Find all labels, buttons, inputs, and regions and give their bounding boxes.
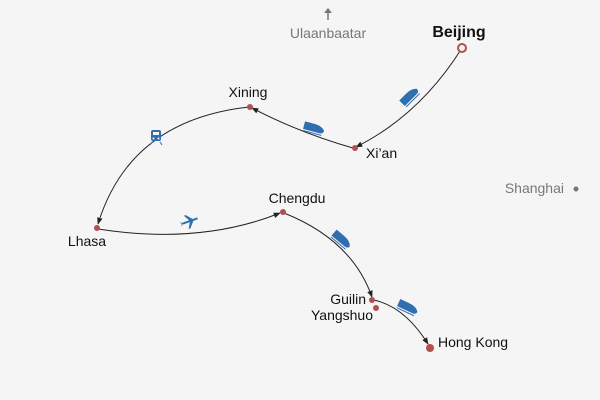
leg-chengdu-guilin: [283, 212, 373, 298]
high-speed-train-icon: [396, 299, 418, 317]
stop-marker-xining[interactable]: [247, 104, 253, 110]
reference-city-label: Ulaanbaatar: [290, 25, 367, 41]
high-speed-train-icon: [399, 88, 420, 108]
end-stop-marker[interactable]: [426, 344, 434, 352]
high-speed-train-icon: [302, 121, 325, 136]
stop-label-xining: Xining: [229, 84, 268, 100]
high-speed-train-icon: [330, 229, 350, 250]
stop-label-xian: Xi’an: [366, 145, 397, 161]
leg-lhasa-chengdu: [97, 212, 281, 235]
plane-icon: [179, 215, 198, 229]
leg-xian-xining: [251, 107, 354, 149]
transport-icons: [149, 88, 420, 317]
leg-yangshuo-hongkong: [373, 299, 429, 345]
stop-label-chengdu: Chengdu: [269, 190, 326, 206]
ulaanbaatar-marker: Ulaanbaatar: [290, 8, 367, 41]
leg-xining-lhasa: [97, 106, 250, 225]
stop-marker-xian[interactable]: [352, 145, 358, 151]
stops: Beijing Xi’an Xining Lhasa Chengdu Guili…: [68, 24, 508, 352]
reference-cities: Ulaanbaatar Shanghai: [290, 8, 579, 196]
shanghai-marker: Shanghai: [505, 180, 579, 196]
reference-city-dot: [573, 186, 579, 192]
leg-beijing-xian: [355, 47, 463, 148]
start-stop-marker[interactable]: [457, 43, 467, 53]
stop-marker-guilin[interactable]: [369, 297, 375, 303]
stop-label-hongkong: Hong Kong: [438, 334, 508, 350]
stop-label-beijing: Beijing: [432, 24, 485, 41]
stop-marker-chengdu[interactable]: [280, 209, 286, 215]
train-icon: [149, 130, 163, 146]
stop-marker-yangshuo[interactable]: [373, 305, 379, 311]
stop-label-yangshuo: Yangshuo: [311, 307, 373, 323]
arrow-up-icon: [324, 8, 332, 13]
stop-label-guilin: Guilin: [330, 291, 366, 307]
reference-city-label: Shanghai: [505, 180, 564, 196]
stop-label-lhasa: Lhasa: [68, 233, 106, 249]
stop-marker-lhasa[interactable]: [94, 225, 100, 231]
